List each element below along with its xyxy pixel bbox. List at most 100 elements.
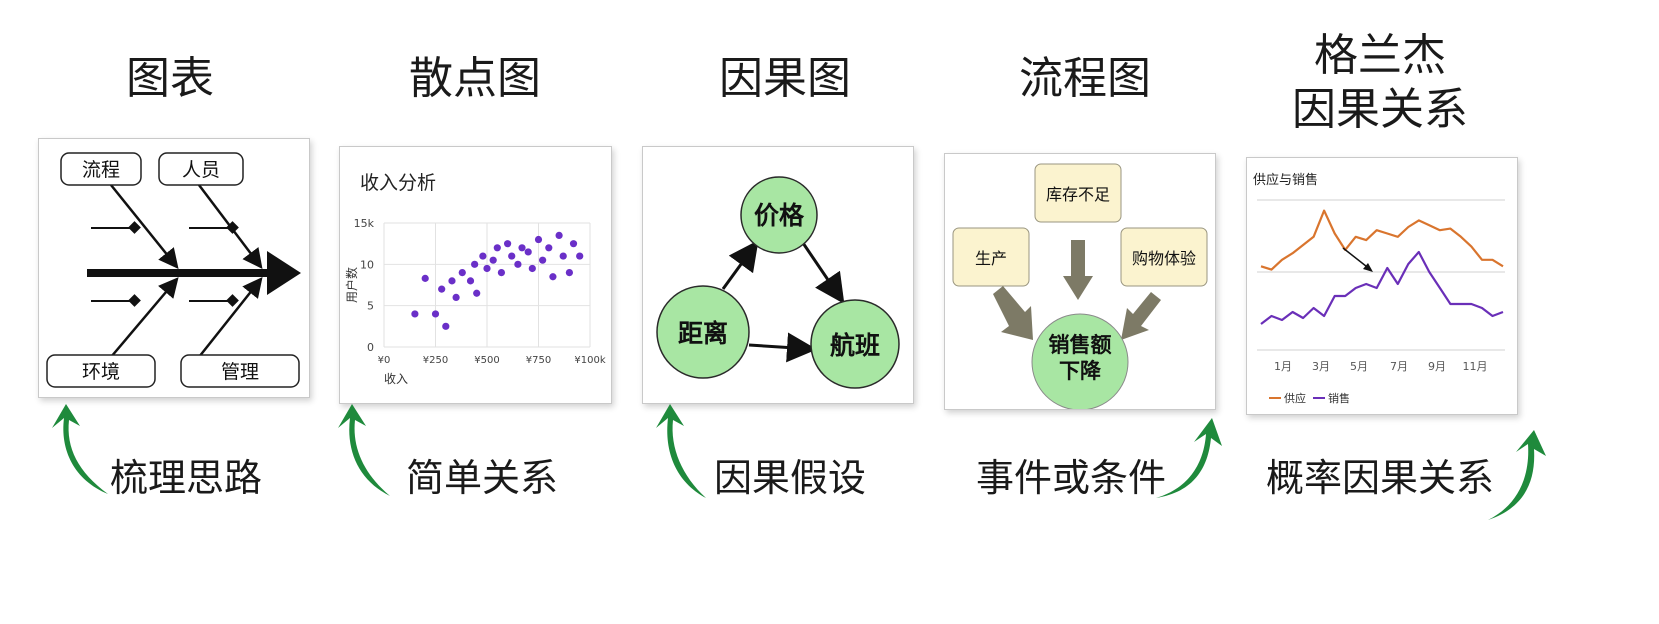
scatter-point [438,285,446,293]
fishbone-label-people: 人员 [182,159,220,181]
x-tick-label: 9月 [1428,360,1446,373]
curved-arrow-icon [656,404,706,498]
x-tick-label: ¥500 [474,355,499,366]
node-flight [810,299,900,389]
scatter-point [473,289,481,297]
legend-sales-label: 销售 [1328,391,1350,405]
node-sales-decline [1031,313,1129,409]
scatter-point [483,264,491,273]
x-tick-label: 1月 [1274,360,1292,373]
scatter-point [534,235,543,244]
scatter-point [411,310,419,318]
title-granger-line2: 因果关系 [1292,84,1468,135]
curved-arrow-icon [1156,418,1222,498]
causal-diagram: 价格 距离 航班 [656,176,900,389]
scatter-point [448,277,456,285]
scatter-point [421,274,429,282]
node-price [740,176,818,254]
scatter-point [555,231,563,239]
scatter-point [514,260,522,268]
flow-diagram: 库存不足 生产 购物体验 销售额 下降 [952,163,1208,409]
scatter-point [493,244,501,252]
fishbone-label-management: 管理 [221,361,259,383]
series-line-supply [1260,209,1504,271]
scatter-point [569,240,578,248]
caption-event-condition: 事件或条件 [976,456,1167,500]
scatter-point [539,256,547,264]
fishbone-card: 流程 人员 环境 管理 [38,138,310,398]
title-causal: 因果图 [719,53,851,104]
box-production [952,227,1030,287]
box-production-label: 生产 [975,249,1007,268]
arrow-inventory-icon [1063,240,1093,300]
chart-title: 收入分析 [360,172,436,194]
fishbone-label-process: 流程 [82,159,120,181]
node-distance [656,285,750,379]
x-tick-label: ¥100k [574,355,605,366]
arrow-production-icon [993,286,1033,340]
scatter-point [565,269,573,277]
y-tick-label: 10 [360,258,374,271]
scatter-point [559,252,567,260]
node-flight-label: 航班 [830,331,880,360]
granger-line-chart: 供应与销售 1月 3月 5月 7月 9月 11月 供应 销售 [1253,172,1505,405]
causal-card: 价格 距离 航班 [642,146,914,404]
y-axis-label: 用户数 [344,267,359,303]
scatter-point [466,277,475,285]
scatter-point [528,264,536,273]
caption-causal-hypothesis: 因果假设 [714,456,867,500]
scatter-point [479,252,487,260]
x-tick-label: 11月 [1463,360,1488,373]
curved-arrow-icon [52,404,108,494]
flow-card: 库存不足 生产 购物体验 销售额 下降 [944,153,1216,410]
granger-card: 供应与销售 1月 3月 5月 7月 9月 11月 供应 销售 [1246,157,1518,415]
fishbone-label-environment: 环境 [82,361,120,383]
legend-supply-label: 供应 [1284,391,1306,405]
edge-distance-price [721,240,759,290]
node-sales-decline-line2: 下降 [1059,359,1102,383]
y-tick-label: 0 [367,341,374,354]
scatter-point [576,252,584,260]
y-tick-label: 5 [367,300,374,313]
edge-price-flight [801,242,845,304]
x-tick-label: 3月 [1312,360,1330,373]
x-tick-label: 7月 [1390,360,1408,373]
scatter-point [431,310,440,318]
caption-probabilistic-causality: 概率因果关系 [1266,456,1495,500]
series-line-sales [1260,250,1504,325]
caption-organize: 梳理思路 [110,456,263,500]
x-tick-label: ¥250 [423,355,448,366]
x-tick-label: 5月 [1350,360,1368,373]
node-price-label: 价格 [754,201,805,230]
title-flow: 流程图 [1019,53,1151,104]
scatter-point [489,256,497,264]
scatter-point [497,269,506,277]
x-axis-label: 收入 [384,372,408,386]
scatter-point [508,252,516,260]
scatter-point [442,322,450,330]
fish-head-icon [267,251,301,295]
scatter-point [545,244,553,252]
y-tick-label: 15k [354,217,375,230]
scatter-point [518,244,526,252]
scatter-point [504,240,512,248]
curved-arrow-icon [1488,430,1546,520]
box-shopping-label: 购物体验 [1132,249,1196,268]
title-granger-line1: 格兰杰 [1314,30,1446,81]
caption-simple-relation: 简单关系 [406,456,559,500]
node-distance-label: 距离 [678,319,728,348]
chart-title: 供应与销售 [1253,172,1318,188]
scatter-point [549,273,557,281]
edge-distance-flight [748,332,817,363]
title-scatter: 散点图 [409,53,541,104]
scatter-point [524,248,532,256]
title-chart: 图表 [126,53,214,104]
x-tick-label: ¥750 [526,355,551,366]
box-shopping [1120,227,1208,287]
fishbone-diagram: 流程 人员 环境 管理 [46,152,301,388]
box-inventory-label: 库存不足 [1046,185,1110,204]
scatter-point [458,269,466,277]
box-inventory [1034,163,1122,223]
